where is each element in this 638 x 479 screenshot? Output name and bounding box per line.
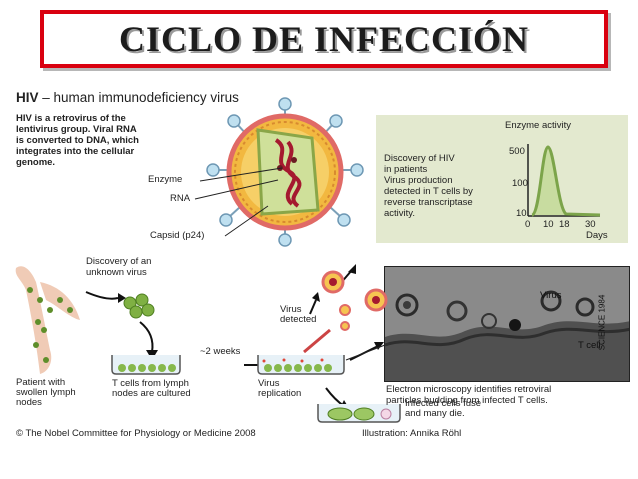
step-virus-replication-line: replication xyxy=(258,388,302,399)
cell-cluster xyxy=(123,293,155,319)
step-virus-detected: Virus detected xyxy=(280,305,316,325)
graph-description-line: reverse transcriptase xyxy=(384,197,473,208)
micrograph-caption-line: particles budding from infected T cells. xyxy=(386,395,548,406)
step-cells-fuse-line: and many die. xyxy=(405,408,465,419)
micrograph-virus-label: Virus xyxy=(540,290,562,301)
graph-xtick: 0 xyxy=(525,219,531,230)
footer-illustration: Illustration: Annika Röhl xyxy=(362,428,462,439)
description-line: lentivirus group. Viral RNA xyxy=(16,124,137,135)
graph-description-line: in patients xyxy=(384,164,428,175)
graph-description-line: detected in T cells by xyxy=(384,186,473,197)
step-patient-line: swollen lymph xyxy=(16,387,76,398)
hiv-virion xyxy=(226,113,344,231)
figure-heading-bold: HIV xyxy=(16,90,39,105)
graph-x-unit: Days xyxy=(586,230,608,241)
label-rna: RNA xyxy=(170,193,191,204)
step-virus-detected-line: Virus xyxy=(280,304,302,315)
step-cells-fuse-line: Infected cells fuse xyxy=(405,398,482,409)
culture-dish-fused xyxy=(317,404,401,423)
graph-ytick: 500 xyxy=(509,146,525,157)
virus-spikes xyxy=(206,97,364,247)
description-line: is converted to DNA, which xyxy=(16,135,139,146)
patient-silhouette xyxy=(15,266,80,374)
enzyme-activity-chart xyxy=(527,144,601,217)
description-line: genome. xyxy=(16,157,56,168)
culture-dish-t-cells xyxy=(111,355,181,375)
culture-dish-replication xyxy=(257,328,345,375)
step-virus-replication: Virus replication xyxy=(258,379,301,399)
slide-title: CICLO DE INFECCIÓN xyxy=(118,19,530,59)
graph-description-line: Virus production xyxy=(384,175,453,186)
enzyme-graph-panel xyxy=(376,115,628,243)
micrograph-tcell-label: T cell xyxy=(578,340,601,351)
micrograph-texture xyxy=(385,267,629,381)
step-cells-fuse: Infected cells fuse and many die. xyxy=(405,399,481,419)
step-patient-line: nodes xyxy=(16,397,42,408)
figure-heading: HIV – human immunodeficiency virus xyxy=(16,90,239,105)
step-discovery-line: Discovery of an xyxy=(86,256,152,267)
label-pointers xyxy=(194,167,283,237)
step-virus-replication-line: Virus xyxy=(258,378,280,389)
graph-description-line: Discovery of HIV xyxy=(384,153,455,164)
label-capsid: Capsid (p24) xyxy=(150,230,205,241)
step-weeks: ~2 weeks xyxy=(200,346,241,357)
graph-xtick: 30 xyxy=(585,219,596,230)
graph-ytick: 100 xyxy=(512,178,528,189)
step-discovery: Discovery of an unknown virus xyxy=(86,256,151,278)
slide-title-box: CICLO DE INFECCIÓN xyxy=(40,10,608,68)
label-enzyme: Enzyme xyxy=(148,174,183,185)
micrograph-caption: Electron microscopy identifies retrovira… xyxy=(386,384,551,406)
micrograph-caption-line: Electron microscopy identifies retrovira… xyxy=(386,384,552,395)
step-discovery-line: unknown virus xyxy=(86,267,147,278)
figure-heading-rest: – human immunodeficiency virus xyxy=(38,90,239,105)
graph-xtick: 18 xyxy=(559,219,570,230)
description-text: HIV is a retrovirus of the lentivirus gr… xyxy=(16,113,139,168)
graph-title: Enzyme activity xyxy=(505,120,571,131)
graph-xtick: 10 xyxy=(543,219,554,230)
micrograph-pointer xyxy=(345,344,386,361)
step-patient: Patient with swollen lymph nodes xyxy=(16,378,76,408)
step-t-cells-line: T cells from lymph xyxy=(112,378,189,389)
budding-viruses xyxy=(321,270,388,331)
step-virus-detected-line: detected xyxy=(280,314,317,325)
footer-copyright: © The Nobel Committee for Physiology or … xyxy=(16,428,256,439)
step-t-cells: T cells from lymph nodes are cultured xyxy=(112,379,191,399)
micrograph-credit: SCIENCE 1984 xyxy=(597,294,607,351)
description-line: integrates into the cellular xyxy=(16,146,135,157)
graph-ytick: 10 xyxy=(516,208,527,219)
graph-description-line: activity. xyxy=(384,208,415,219)
description-line: HIV is a retrovirus of the xyxy=(16,113,126,124)
step-t-cells-line: nodes are cultured xyxy=(112,388,191,399)
step-patient-line: Patient with xyxy=(16,377,66,388)
electron-micrograph xyxy=(384,266,630,382)
graph-description: Discovery of HIV in patients Virus produ… xyxy=(384,153,473,219)
